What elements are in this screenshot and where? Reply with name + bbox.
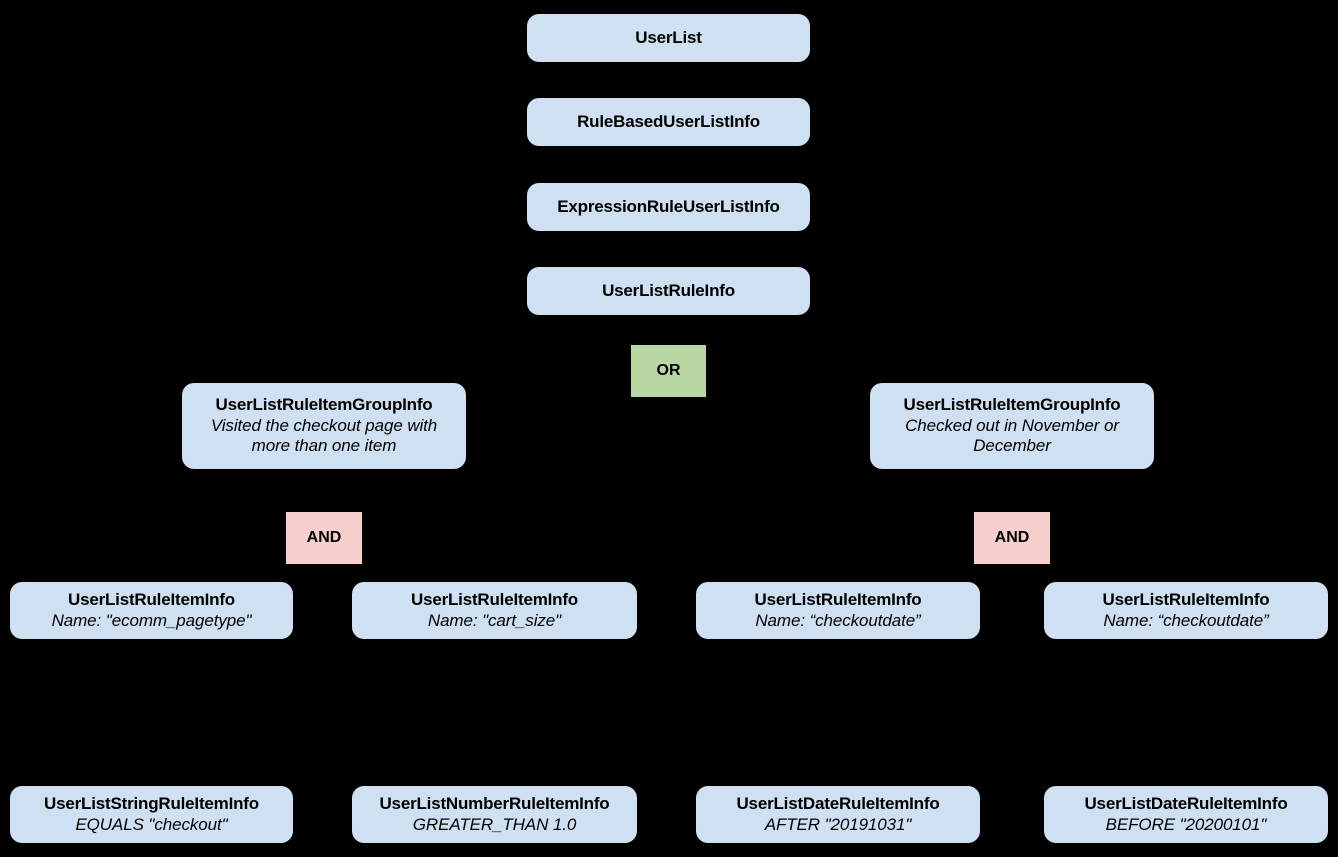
connector-line — [150, 712, 153, 786]
node-subtitle: Name: "ecomm_pagetype" — [51, 610, 252, 630]
node-title: UserListDateRuleItemInfo — [1084, 793, 1288, 813]
connector-line — [323, 389, 670, 391]
connector-line — [493, 639, 496, 713]
node-or[interactable]: OR — [631, 345, 706, 397]
node-title: UserListRuleItemInfo — [1102, 589, 1270, 609]
connector-line — [667, 389, 1013, 391]
node-title: UserListRuleItemInfo — [754, 589, 922, 609]
node-subtitle: EQUALS "checkout" — [75, 814, 228, 834]
node-title: UserListRuleItemInfo — [68, 589, 235, 609]
connector-line — [1011, 572, 1187, 574]
node-subtitle: AFTER "20191031" — [764, 814, 912, 834]
operator-label: OR — [656, 362, 681, 380]
connector-line — [1011, 564, 1013, 573]
node-title: RuleBasedUserListInfo — [577, 111, 760, 131]
node-title: UserList — [635, 27, 702, 47]
connector-line — [493, 573, 496, 582]
node-title: UserListRuleInfo — [602, 280, 735, 300]
connector-line — [837, 573, 839, 582]
connector-line — [667, 164, 670, 183]
operator-label: AND — [306, 529, 342, 547]
connector-line — [837, 572, 1013, 574]
connector-line — [150, 573, 153, 582]
operator-label: AND — [994, 529, 1030, 547]
node-subtitle: GREATER_THAN 1.0 — [412, 814, 577, 834]
node-rulebased[interactable]: RuleBasedUserListInfo — [527, 98, 810, 146]
connector-line — [667, 397, 670, 399]
node-title: UserListNumberRuleItemInfo — [379, 793, 610, 813]
connector-line — [323, 469, 325, 491]
node-userlistruleinfo[interactable]: UserListRuleInfo — [527, 267, 810, 315]
connector-line — [323, 564, 325, 573]
node-expressionrule[interactable]: ExpressionRuleUserListInfo — [527, 183, 810, 231]
node-subtitle: Visited the checkout page with more than… — [210, 415, 438, 456]
connector-line — [1185, 573, 1187, 582]
connector-line — [493, 712, 496, 786]
connector-line — [150, 639, 153, 713]
connector-line — [837, 712, 839, 786]
connector-line — [667, 330, 670, 345]
connector-line — [150, 572, 325, 574]
node-subtitle: Name: "cart_size" — [427, 610, 562, 630]
connector-line — [1185, 639, 1187, 713]
node-title: UserListRuleItemInfo — [411, 589, 578, 609]
connector-line — [667, 146, 670, 165]
node-and-right[interactable]: AND — [974, 512, 1050, 564]
connector-line — [667, 80, 670, 98]
connector-line — [1011, 490, 1013, 512]
node-userlist[interactable]: UserList — [527, 14, 810, 62]
node-and-left[interactable]: AND — [286, 512, 362, 564]
node-subtitle: Name: “checkoutdate” — [1103, 610, 1269, 630]
node-title: UserListRuleItemGroupInfo — [903, 394, 1121, 414]
connector-line — [837, 639, 839, 713]
node-title: UserListDateRuleItemInfo — [736, 793, 940, 813]
node-subtitle: BEFORE "20200101" — [1105, 814, 1267, 834]
connector-line — [323, 572, 496, 574]
node-title: UserListRuleItemGroupInfo — [215, 394, 433, 414]
connector-line — [667, 315, 670, 330]
node-subtitle: Checked out in November or December — [905, 415, 1119, 456]
connector-line — [667, 249, 670, 267]
connector-line — [667, 62, 670, 80]
connector-line — [667, 231, 670, 249]
connector-line — [323, 490, 325, 512]
connector-line — [1185, 712, 1187, 786]
node-title: ExpressionRuleUserListInfo — [557, 196, 780, 216]
node-title: UserListStringRuleItemInfo — [44, 793, 259, 813]
node-subtitle: Name: “checkoutdate” — [755, 610, 921, 630]
connector-line — [1011, 469, 1013, 491]
